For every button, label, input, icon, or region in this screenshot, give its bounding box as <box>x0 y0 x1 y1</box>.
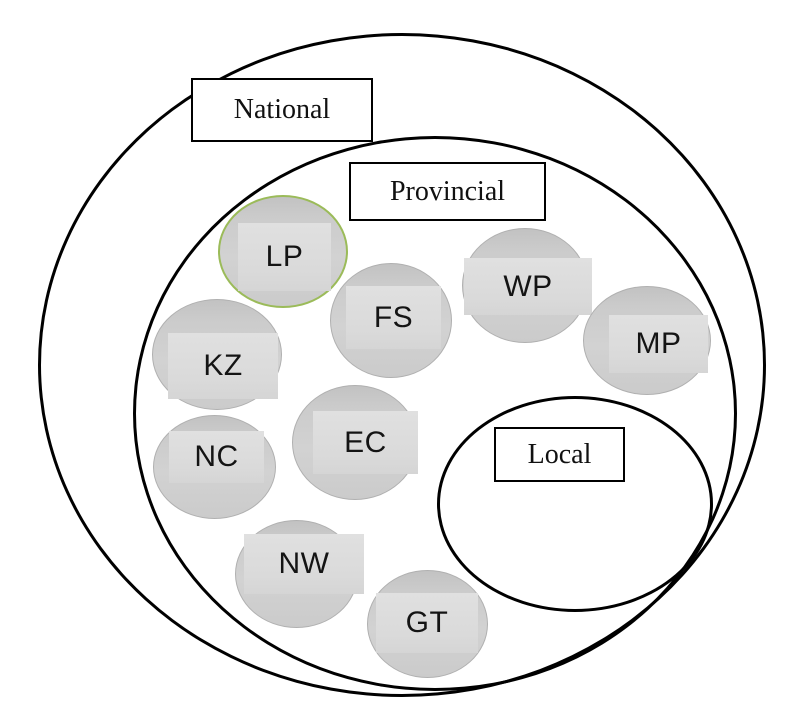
province-label-lp: LP <box>265 240 304 273</box>
province-circle-gt: GT <box>367 570 488 678</box>
province-label-kz: KZ <box>203 349 243 382</box>
province-tag-mp: MP <box>609 315 708 373</box>
province-tag-lp: LP <box>238 223 331 291</box>
provincial-ellipse <box>133 136 737 691</box>
province-tag-kz: KZ <box>168 333 278 399</box>
local-label: Local <box>527 438 592 470</box>
province-label-nc: NC <box>194 440 239 473</box>
provincial-label: Provincial <box>389 175 506 207</box>
province-circle-nw: NW <box>235 520 364 628</box>
province-circle-lp: LP <box>218 195 348 308</box>
province-circle-nc: NC <box>153 415 276 519</box>
province-label-nw: NW <box>278 547 330 580</box>
province-label-gt: GT <box>405 606 449 639</box>
province-circle-wp: WP <box>462 228 592 343</box>
province-circle-ec: EC <box>292 385 418 500</box>
province-circle-fs: FS <box>330 263 452 378</box>
province-label-wp: WP <box>503 269 553 303</box>
national-label-box: National <box>191 78 373 142</box>
province-circle-mp: MP <box>583 286 711 395</box>
province-tag-ec: EC <box>313 411 418 474</box>
province-label-mp: MP <box>635 327 682 360</box>
national-ellipse <box>38 33 766 697</box>
province-label-fs: FS <box>373 300 414 334</box>
province-tag-nc: NC <box>169 431 264 483</box>
province-label-ec: EC <box>344 425 387 459</box>
local-label-box: Local <box>494 427 625 482</box>
province-circle-kz: KZ <box>152 299 282 410</box>
provincial-label-box: Provincial <box>349 162 546 221</box>
province-tag-gt: GT <box>376 593 478 653</box>
province-tag-nw: NW <box>244 534 364 594</box>
national-label: National <box>233 94 331 125</box>
province-tag-wp: WP <box>464 258 592 315</box>
local-ellipse <box>437 396 713 612</box>
province-tag-fs: FS <box>346 286 441 349</box>
